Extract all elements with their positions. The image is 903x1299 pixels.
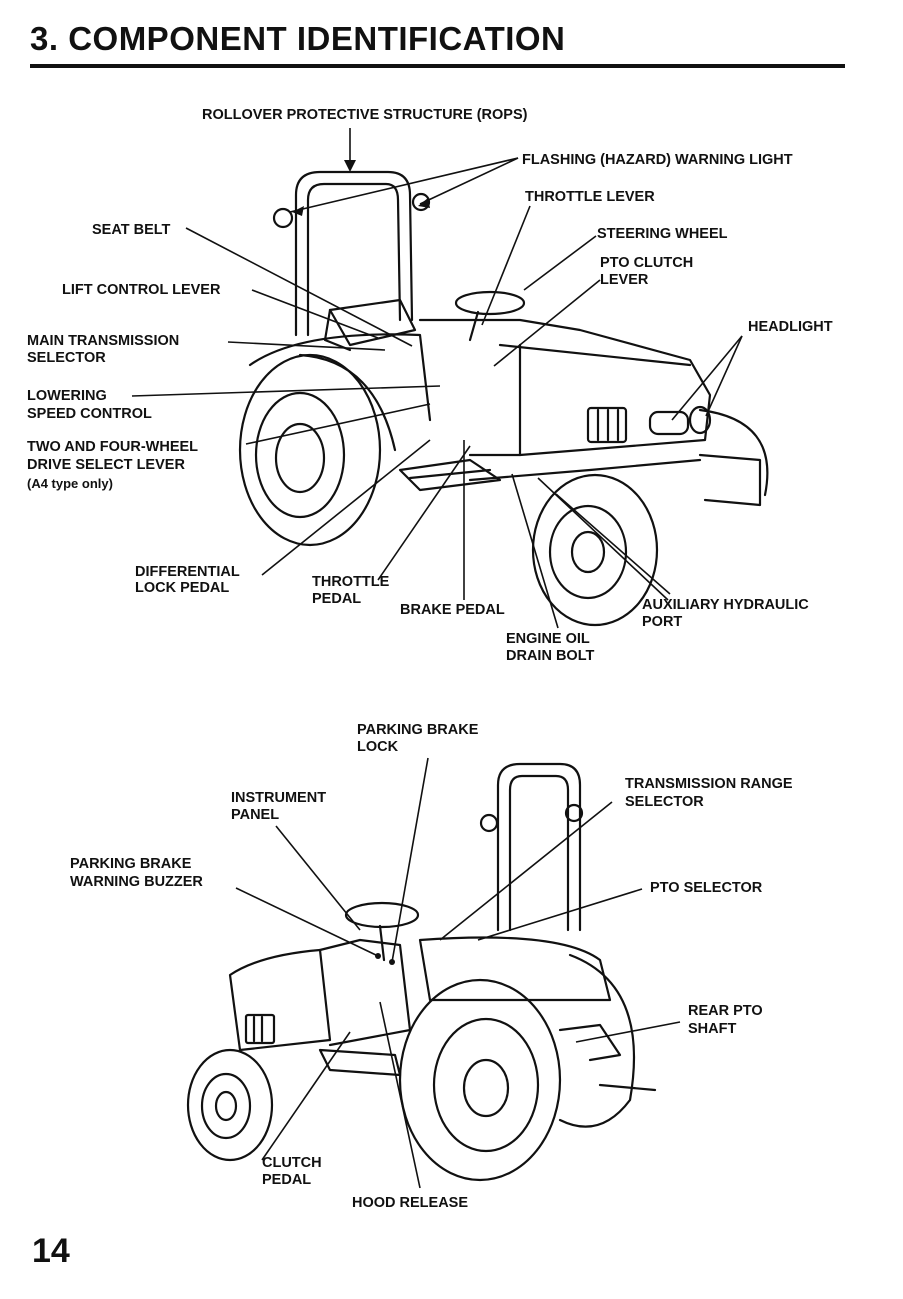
page-number: 14 (32, 1232, 70, 1270)
label-throttle-pedal-line2: PEDAL (312, 591, 362, 607)
label-engine-oil-drain-bolt-line2: DRAIN BOLT (506, 648, 595, 664)
label-auxiliary-hydraulic-port-line2: PORT (642, 614, 683, 630)
label-hood-release: HOOD RELEASE (352, 1195, 469, 1211)
label-headlight: HEADLIGHT (748, 319, 833, 335)
label-throttle-lever: THROTTLE LEVER (525, 189, 655, 205)
label-rear-pto-shaft-line2: SHAFT (688, 1021, 737, 1037)
label-brake-pedal: BRAKE PEDAL (400, 602, 505, 618)
label-lowering-speed-control-line1: LOWERING (27, 388, 107, 404)
label-parking-brake-warning-buzzer-line1: PARKING BRAKE (70, 856, 192, 872)
label-clutch-pedal-line1: CLUTCH (262, 1155, 322, 1171)
label-flashing-warning-light: FLASHING (HAZARD) WARNING LIGHT (522, 152, 793, 168)
label-throttle-pedal-line1: THROTTLE (312, 574, 390, 590)
section-title: 3. COMPONENT IDENTIFICATION (30, 20, 566, 57)
label-auxiliary-hydraulic-port-line1: AUXILIARY HYDRAULIC (642, 597, 809, 613)
label-pto-clutch-lever-line1: PTO CLUTCH (600, 255, 694, 271)
label-lowering-speed-control-line2: SPEED CONTROL (27, 406, 152, 422)
title-rule (30, 64, 845, 68)
label-differential-lock-pedal-line2: LOCK PEDAL (135, 580, 230, 596)
label-rops: ROLLOVER PROTECTIVE STRUCTURE (ROPS) (202, 107, 528, 123)
label-transmission-range-selector-line2: SELECTOR (625, 794, 704, 810)
label-parking-brake-lock-line1: PARKING BRAKE (357, 722, 479, 738)
label-engine-oil-drain-bolt-line1: ENGINE OIL (506, 631, 590, 647)
label-steering-wheel: STEERING WHEEL (597, 226, 728, 242)
tractor-front-view-illustration (131, 128, 769, 629)
label-transmission-range-selector-line1: TRANSMISSION RANGE (625, 776, 793, 792)
label-rear-pto-shaft-line1: REAR PTO (688, 1003, 763, 1019)
label-differential-lock-pedal-line1: DIFFERENTIAL (135, 564, 240, 580)
label-main-transmission-selector-line2: SELECTOR (27, 350, 106, 366)
label-seat-belt: SEAT BELT (92, 222, 171, 238)
label-drive-select-lever-line1: TWO AND FOUR-WHEEL (27, 439, 199, 455)
label-main-transmission-selector-line1: MAIN TRANSMISSION (27, 333, 180, 349)
label-lift-control-lever: LIFT CONTROL LEVER (62, 282, 221, 298)
label-instrument-panel-line1: INSTRUMENT (231, 790, 327, 806)
label-pto-clutch-lever-line2: LEVER (600, 272, 649, 288)
label-drive-select-lever-line3: (A4 type only) (27, 476, 113, 491)
label-instrument-panel-line2: PANEL (231, 807, 280, 823)
label-drive-select-lever-line2: DRIVE SELECT LEVER (27, 457, 185, 473)
label-pto-selector: PTO SELECTOR (650, 880, 763, 896)
label-clutch-pedal-line2: PEDAL (262, 1172, 312, 1188)
label-parking-brake-warning-buzzer-line2: WARNING BUZZER (70, 874, 203, 890)
label-parking-brake-lock-line2: LOCK (357, 739, 399, 755)
